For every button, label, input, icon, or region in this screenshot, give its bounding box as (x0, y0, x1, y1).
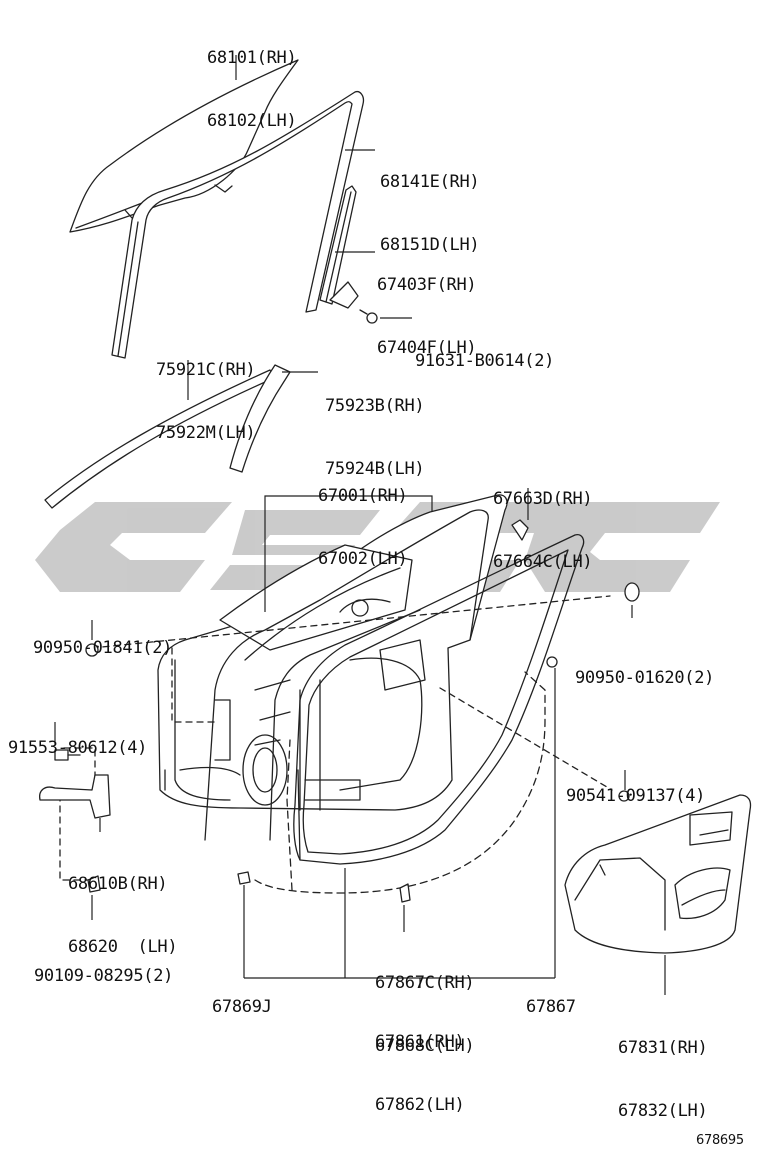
label-line: 75923B(RH) (325, 396, 425, 416)
pillar-garnish (229, 364, 291, 473)
label-line: 75922M(LH) (156, 423, 256, 443)
label-clip-67869: 67869J (212, 955, 272, 1039)
clip-67867c-icon (399, 883, 411, 903)
label-line: 678695 (696, 1133, 744, 1148)
label-line: 90950-01620(2) (575, 668, 715, 688)
label-line: 90950-01841(2) (33, 638, 173, 658)
label-line: 75921C(RH) (156, 360, 256, 380)
label-line: 68151D(LH) (380, 235, 480, 255)
label-line: 67664C(LH) (493, 552, 593, 572)
service-hole-cover (564, 794, 752, 954)
label-line: 67403F(RH) (377, 275, 477, 295)
label-plug-90950-01841: 90950-01841(2) (33, 596, 172, 680)
label-line: 67867C(RH) (375, 973, 475, 993)
label-division-bar: 67403F(RH) 67404F(LH) (377, 233, 477, 380)
label-line: 67868C(LH) (375, 1036, 475, 1056)
label-door-panel: 67001(RH) 67002(LH) (318, 444, 408, 591)
clip-67663-icon (511, 519, 529, 541)
label-bolt-91631: 91631-B0614(2) (415, 309, 554, 393)
label-bolt-90109: 90109-08295(2) (34, 924, 173, 1008)
label-weatherstrip: 67861(RH) 67862(LH) (375, 990, 465, 1137)
dashed-seal (254, 671, 546, 894)
label-line: 67001(RH) (318, 486, 408, 506)
label-line: 67002(LH) (318, 549, 408, 569)
leader-lines (54, 55, 666, 995)
label-outer-weatherstrip: 75921C(RH) 75922M(LH) (156, 318, 256, 465)
label-line: 67869J (212, 997, 272, 1017)
label-line: 75924B(LH) (325, 459, 425, 479)
label-door-check: 68610B(RH) 68620 (LH) (68, 832, 178, 979)
label-line: 90109-08295(2) (34, 966, 174, 986)
bolt-90109-icon (87, 875, 101, 893)
label-line: 67404F(LH) (377, 338, 477, 358)
diagram-drawing (35, 55, 752, 995)
label-pillar-garnish: 75923B(RH) 75924B(LH) (325, 354, 425, 501)
division-bar (319, 185, 359, 309)
label-line: 91631-B0614(2) (415, 351, 555, 371)
parts-diagram: 68101(RH) 68102(LH) 68141E(RH) 68151D(LH… (8, 6, 752, 1148)
label-line: 67831(RH) (618, 1038, 708, 1058)
bolt-91553-icon (54, 749, 81, 761)
label-clip-90541: 90541-09137(4) (566, 744, 705, 828)
label-line: 90541-09137(4) (566, 786, 706, 806)
label-line: 68141E(RH) (380, 172, 480, 192)
bolt-91631-icon (359, 309, 378, 324)
label-line: 91553-80612(4) (8, 738, 148, 758)
label-glass-run: 68141E(RH) 68151D(LH) (380, 130, 480, 277)
label-line: 67867 (526, 997, 576, 1017)
label-clip-67663: 67663D(RH) 67664C(LH) (493, 447, 593, 594)
weatherstrip (293, 534, 585, 865)
label-bolt-91553: 91553-80612(4) (8, 696, 147, 780)
label-line: 68610B(RH) (68, 874, 168, 894)
label-service-hole-cover: 67831(RH) 67832(LH) (618, 996, 708, 1143)
label-clip-67867: 67867 (526, 955, 576, 1039)
door-check (39, 774, 111, 819)
clip-67869-icon (237, 871, 251, 885)
label-line: 67663D(RH) (493, 489, 593, 509)
clip-90541-icon (618, 790, 630, 802)
label-clip-67867c: 67867C(RH) 67868C(LH) (375, 931, 475, 1078)
window-glass (69, 59, 299, 233)
label-line: 68102(LH) (207, 111, 297, 131)
label-line: 67861(RH) (375, 1032, 465, 1052)
plug-90950-01620-icon (624, 582, 640, 602)
label-line: 67862(LH) (375, 1095, 465, 1115)
label-line: 68101(RH) (207, 48, 297, 68)
plug-90950-01841-icon (85, 643, 99, 657)
label-plug-90950-01620: 90950-01620(2) (575, 626, 714, 710)
label-window-glass: 68101(RH) 68102(LH) (207, 6, 297, 153)
glass-run (111, 90, 365, 359)
clip-67867-icon (546, 656, 558, 668)
diagram-id: 678695 (696, 1088, 744, 1172)
door-panel (157, 494, 508, 841)
label-line: 68620 (LH) (68, 937, 178, 957)
